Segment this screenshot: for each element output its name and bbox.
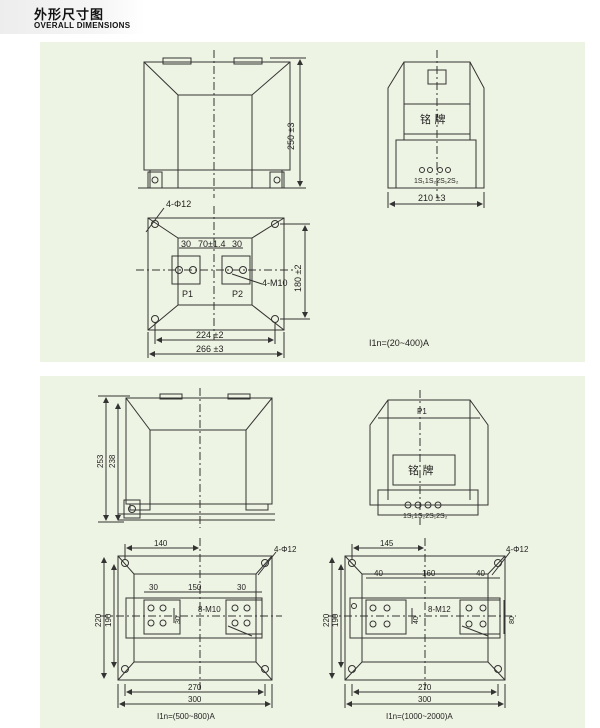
br-range: I1n=(1000~2000)A bbox=[386, 712, 453, 721]
bottom-nameplate: 铭 牌 bbox=[408, 463, 434, 477]
bottom-left-plan bbox=[100, 538, 282, 708]
top-m10: 4-M10 bbox=[262, 278, 288, 288]
top-dim-30b: 30 bbox=[232, 239, 242, 249]
title-chinese: 外形尺寸图 bbox=[34, 8, 105, 23]
top-front-view bbox=[138, 50, 306, 198]
top-dim-30a: 30 bbox=[181, 239, 191, 249]
bl-d30a: 30 bbox=[149, 583, 158, 592]
top-dim-180: 180 ±2 bbox=[293, 265, 303, 292]
bl-m10: 8-M10 bbox=[198, 605, 221, 614]
bottom-side-view bbox=[369, 390, 489, 525]
bottom-terminal-labels: 1S₁1S₂2S₁2S₂ bbox=[403, 513, 448, 520]
br-d40b: 40 bbox=[476, 569, 485, 578]
top-nameplate: 铭 牌 bbox=[420, 112, 446, 126]
top-plan-holes: 4-Φ12 bbox=[166, 199, 191, 209]
bottom-p1: P1 bbox=[417, 407, 427, 416]
bl-d30v: 30 bbox=[175, 616, 182, 624]
bottom-height-253: 253 bbox=[96, 454, 105, 468]
bottom-height-238: 238 bbox=[108, 454, 117, 468]
top-p2: P2 bbox=[232, 289, 243, 299]
panel-top bbox=[40, 42, 585, 362]
top-terminal-labels: 1S₁1S₂2S₁2S₂ bbox=[414, 178, 459, 185]
br-d80: 80 bbox=[509, 616, 516, 624]
br-m12: 8-M12 bbox=[428, 605, 451, 614]
top-height-dim: 250 ±3 bbox=[286, 123, 296, 150]
bl-holes: 4-Φ12 bbox=[274, 545, 297, 554]
top-side-terminals bbox=[419, 167, 451, 173]
br-d190: 190 bbox=[331, 613, 340, 627]
bl-d150: 150 bbox=[188, 583, 202, 592]
bl-d190: 190 bbox=[104, 613, 113, 627]
bottom-right-plan bbox=[328, 538, 516, 708]
bottom-side-terminals bbox=[404, 501, 442, 509]
bottom-front-view bbox=[98, 388, 275, 528]
bl-range: I1n=(500~800)A bbox=[157, 712, 215, 721]
header-tab: 外形尺寸图 OVERALL DIMENSIONS bbox=[0, 0, 145, 34]
bl-d140: 140 bbox=[154, 539, 168, 548]
top-side-width-dim: 210 ±3 bbox=[418, 193, 445, 203]
br-d220: 220 bbox=[322, 613, 331, 627]
bl-d270: 270 bbox=[188, 683, 202, 692]
top-dim-224: 224 ±2 bbox=[196, 330, 223, 340]
br-d40v: 40 bbox=[413, 616, 420, 624]
br-d145: 145 bbox=[380, 539, 394, 548]
top-plan-view bbox=[136, 206, 310, 358]
br-d40a: 40 bbox=[374, 569, 383, 578]
bl-d30b: 30 bbox=[237, 583, 246, 592]
top-dim-70: 70±1.4 bbox=[198, 239, 225, 249]
top-current-range: I1n=(20~400)A bbox=[369, 338, 429, 348]
title-english: OVERALL DIMENSIONS bbox=[34, 21, 131, 30]
br-d160: 160 bbox=[422, 569, 436, 578]
top-p1: P1 bbox=[182, 289, 193, 299]
bl-d220: 220 bbox=[94, 613, 103, 627]
top-dim-266: 266 ±3 bbox=[196, 344, 223, 354]
bl-d300: 300 bbox=[188, 695, 202, 704]
br-d270: 270 bbox=[418, 683, 432, 692]
br-holes: 4-Φ12 bbox=[506, 545, 529, 554]
top-side-view bbox=[387, 50, 485, 208]
br-d300: 300 bbox=[418, 695, 432, 704]
